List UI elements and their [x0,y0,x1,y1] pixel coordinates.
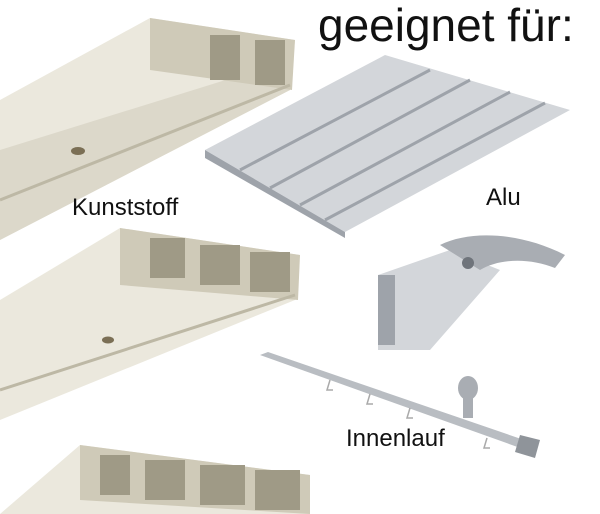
kunststoff-rail-top [0,18,295,240]
kunststoff-rail-bottom [0,445,310,514]
label-innenlauf: Innenlauf [346,425,445,452]
alu-rail-with-bracket [378,235,565,350]
kunststoff-rail-middle [0,228,300,420]
innenlauf-rod [260,352,540,458]
page-title: geeignet für: [318,0,574,51]
alu-multi-track-rail [205,55,570,238]
label-alu: Alu [486,184,521,211]
label-kunststoff: Kunststoff [72,194,179,221]
